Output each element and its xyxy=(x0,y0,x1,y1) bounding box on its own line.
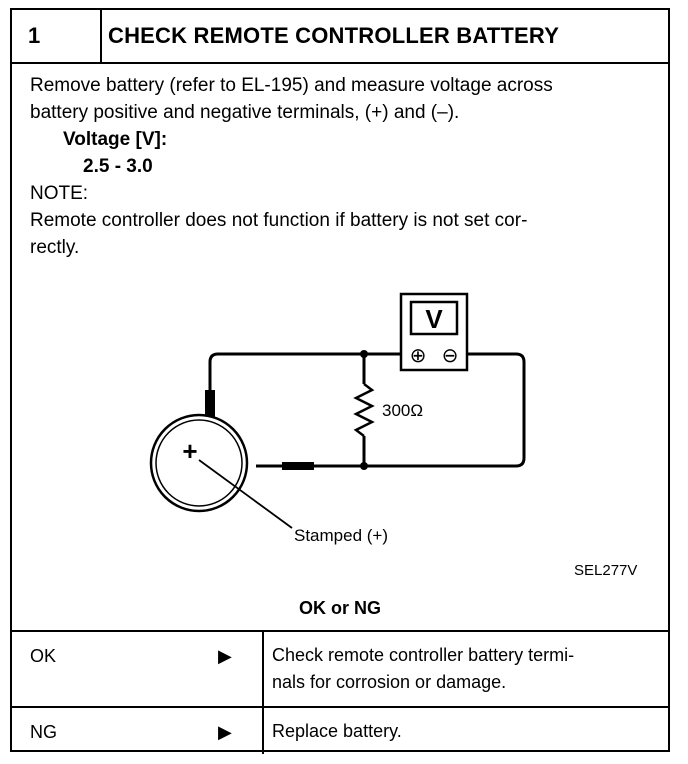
arrow-icon: ▶ xyxy=(218,722,232,742)
instruction-line: Remove battery (refer to EL-195) and mea… xyxy=(30,75,553,96)
result-status: NG xyxy=(30,722,57,742)
stamped-label: Stamped (+) xyxy=(294,526,388,545)
voltmeter-negative-terminal: ⊖ xyxy=(442,343,459,367)
result-table: OK ▶ Check remote controller battery ter… xyxy=(12,630,668,754)
probe-positive xyxy=(205,390,215,428)
voltmeter-symbol: V xyxy=(425,304,443,334)
stamped-leader xyxy=(198,459,293,529)
figure-code: SEL277V xyxy=(574,562,638,579)
column-divider xyxy=(262,708,264,754)
circuit-diagram: 300Ω V ⊕ ⊖ + Stamped (+) xyxy=(149,292,526,545)
instructions: Remove battery (refer to EL-195) and mea… xyxy=(30,72,660,261)
note-line: rectly. xyxy=(30,237,80,258)
arrow-icon: ▶ xyxy=(218,646,232,666)
result-action: Replace battery. xyxy=(272,718,658,745)
instruction-line: battery positive and negative terminals,… xyxy=(30,102,460,123)
action-line: nals for corrosion or damage. xyxy=(272,672,507,692)
result-action: Check remote controller battery termi- n… xyxy=(272,642,658,696)
spec-value: 2.5 - 3.0 xyxy=(83,156,153,177)
voltmeter-display xyxy=(409,300,459,336)
probe-negative xyxy=(282,462,314,470)
column-divider xyxy=(262,632,264,706)
circuit-wires xyxy=(208,352,526,468)
junction-dot xyxy=(360,462,368,470)
result-row-ng: NG ▶ Replace battery. xyxy=(12,706,668,754)
inspection-procedure-box: 1 CHECK REMOTE CONTROLLER BATTERY Remove… xyxy=(10,8,670,754)
step-number: 1 xyxy=(12,10,102,62)
resistor xyxy=(353,383,375,437)
action-line: Check remote controller battery termi- xyxy=(272,645,575,665)
result-heading: OK or NG xyxy=(298,598,381,618)
note-label: NOTE: xyxy=(30,183,89,204)
action-line: Replace battery. xyxy=(272,721,402,741)
battery-outer xyxy=(149,413,249,513)
battery-inner xyxy=(155,419,243,507)
wire-left xyxy=(208,352,420,430)
battery-positive-sign: + xyxy=(182,436,197,466)
result-row-ok: OK ▶ Check remote controller battery ter… xyxy=(12,632,668,706)
voltmeter-positive-terminal: ⊕ xyxy=(410,343,427,367)
result-status: OK xyxy=(30,646,57,666)
step-title: CHECK REMOTE CONTROLLER BATTERY xyxy=(108,23,560,48)
step-header: 1 CHECK REMOTE CONTROLLER BATTERY xyxy=(12,10,668,64)
wire-right xyxy=(256,352,526,468)
junction-dot xyxy=(360,350,368,358)
spec-label: Voltage [V]: xyxy=(63,129,168,150)
note-line: Remote controller does not function if b… xyxy=(30,210,528,231)
resistor-label: 300Ω xyxy=(382,401,423,420)
